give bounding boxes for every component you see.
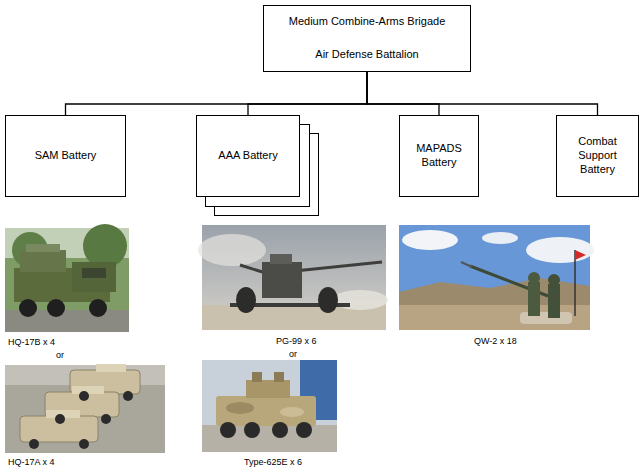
equipment-label: QW-2 x 18	[474, 336, 517, 347]
hq17a-photo	[5, 364, 165, 453]
box-text: Combat Support Battery	[563, 135, 632, 176]
battery-box: MAPADS Battery	[399, 115, 479, 197]
hq17b-photo	[5, 224, 129, 332]
equipment-label: PG-99 x 6	[276, 336, 317, 347]
type625e-photo	[202, 360, 337, 452]
tree-connector	[367, 72, 598, 115]
pg99-photo	[198, 225, 388, 330]
box-text: Air Defense Battalion	[315, 48, 418, 62]
alternative-label: or	[56, 350, 64, 361]
tree-connector	[248, 72, 367, 115]
box-text: MAPADS Battery	[406, 142, 472, 170]
tree-connector	[66, 72, 368, 115]
qw2-photo	[399, 225, 594, 330]
box-text: SAM Battery	[35, 149, 97, 163]
battery-box: Combat Support Battery	[556, 115, 639, 197]
alternative-label: or	[289, 349, 297, 360]
box-text: Medium Combine-Arms Brigade	[289, 15, 446, 29]
box-text: AAA Battery	[218, 149, 277, 163]
tree-connector	[367, 72, 439, 115]
equipment-label: Type-625E x 6	[244, 457, 302, 468]
battalion-box: Medium Combine-Arms BrigadeAir Defense B…	[263, 5, 471, 72]
battery-box: SAM Battery	[5, 115, 126, 197]
equipment-label: HQ-17A x 4	[8, 457, 55, 468]
equipment-label: HQ-17B x 4	[8, 337, 55, 348]
battery-box: AAA Battery	[196, 115, 300, 197]
